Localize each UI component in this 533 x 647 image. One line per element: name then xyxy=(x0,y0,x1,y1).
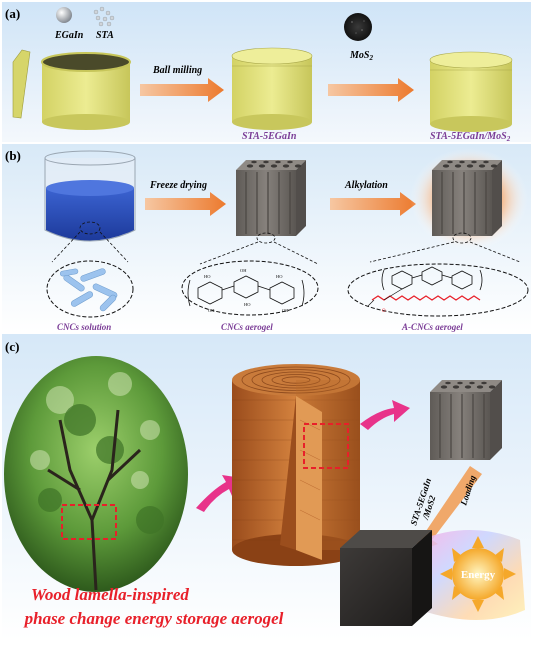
svg-text:HO: HO xyxy=(204,274,211,279)
figure-title-line2: phase change energy storage aerogel xyxy=(23,609,284,628)
freeze-drying-arrow xyxy=(145,192,226,216)
cellulose-structure-icon xyxy=(187,275,305,307)
mos2-label: MoS xyxy=(349,50,370,61)
svg-text:MoS2: MoS2 xyxy=(349,50,373,62)
loading-arrow xyxy=(416,466,482,552)
sta-egain-mos2-caption-subscript: 2 xyxy=(506,135,511,143)
cncs-aerogel-zoom-circle xyxy=(181,260,319,316)
zoom-lines xyxy=(199,241,319,265)
wood-to-aerogel-arrow xyxy=(360,400,410,430)
alkylated-cellulose-icon xyxy=(381,266,483,291)
tree-to-wood-arrow xyxy=(196,475,242,512)
container-bottom xyxy=(42,114,130,130)
mos2-flake-icon xyxy=(344,13,372,41)
svg-text:STA-5EGaIn/MoS2: STA-5EGaIn/MoS2 xyxy=(430,131,511,143)
a-cncs-aerogel-zoom-circle xyxy=(347,263,529,317)
sta-egain-caption: STA-5EGaIn xyxy=(242,131,297,142)
svg-text:OH: OH xyxy=(282,308,289,313)
cncs-solution-caption: CNCs solution xyxy=(57,322,111,332)
wood-cylinder-icon xyxy=(232,364,360,566)
container-lid xyxy=(12,49,31,119)
svg-text:HO: HO xyxy=(276,274,283,279)
zoom-lines xyxy=(369,241,521,263)
egain-label: EGaIn xyxy=(54,30,84,41)
egain-droplet-icon xyxy=(56,7,72,23)
lamella-structure-highlight-box xyxy=(303,423,349,469)
ball-milling-label: Ball milling xyxy=(152,65,202,76)
phase-change-aerogel-cube xyxy=(340,530,432,626)
svg-text:OH: OH xyxy=(240,268,247,273)
cncs-solution-beaker xyxy=(44,150,136,242)
wood-lamella-highlight-box xyxy=(61,504,117,540)
aerogel-pores-icon xyxy=(246,160,302,168)
sta-egain-mos2-container xyxy=(429,51,513,132)
sta-label: STA xyxy=(96,30,114,41)
svg-text:O: O xyxy=(382,309,386,314)
freeze-drying-label: Freeze drying xyxy=(149,180,207,191)
cnc-nanocrystal-icons xyxy=(59,268,118,312)
panel-b-tag: (b) xyxy=(5,148,21,163)
a-cncs-aerogel-caption: A-CNCs aerogel xyxy=(401,322,463,332)
cncs-zoom-circle xyxy=(46,260,134,318)
sta-particles-icon xyxy=(93,6,115,27)
alkylation-arrow xyxy=(330,192,416,216)
zoom-lines xyxy=(51,231,129,263)
panel-a: (a) EGaIn STA Ball milling STA-5EGaIn xyxy=(2,2,531,143)
panel-c-tag: (c) xyxy=(5,339,19,354)
mixing-container-open xyxy=(12,49,131,130)
container-opening xyxy=(41,52,131,72)
wood-inspired-aerogel-block xyxy=(430,380,502,460)
cncs-aerogel-block xyxy=(236,160,306,244)
tree-trunk-icon xyxy=(47,409,142,591)
sta-egain-container xyxy=(231,47,313,130)
panel-c: (c) xyxy=(2,334,531,640)
svg-text:HO: HO xyxy=(244,302,251,307)
panel-a-tag: (a) xyxy=(5,6,20,21)
a-cncs-aerogel-block xyxy=(410,148,528,250)
alkylation-label: Alkylation xyxy=(344,180,388,191)
energy-label: Energy xyxy=(461,569,496,581)
ball-milling-arrow xyxy=(140,78,224,102)
energy-sun-icon xyxy=(440,536,516,612)
wood-tree-photo xyxy=(4,356,188,592)
cncs-aerogel-caption: CNCs aerogel xyxy=(221,322,273,332)
mos2-label-subscript: 2 xyxy=(368,54,373,62)
svg-text:OH: OH xyxy=(208,308,215,313)
sta-egain-mos2-caption: STA-5EGaIn/MoS xyxy=(430,131,507,142)
figure-title-line1: Wood lamella-inspired xyxy=(31,585,189,604)
panel-b: (b) CNCs solution Freeze drying xyxy=(2,144,531,332)
mos2-addition-arrow xyxy=(328,78,414,102)
